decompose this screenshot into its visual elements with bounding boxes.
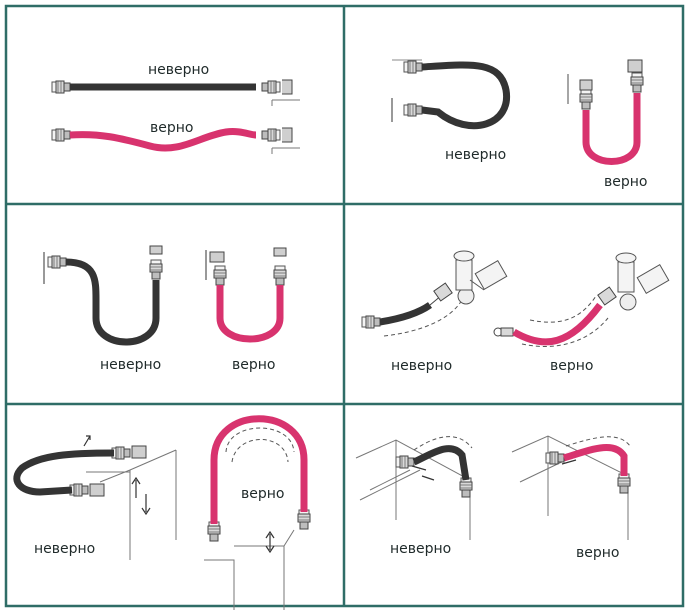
hose-right-ubend	[582, 93, 641, 165]
label-right-p1: верно	[150, 120, 194, 136]
hose-wrong-offset	[65, 258, 160, 346]
hose-right-edge	[562, 444, 628, 476]
panel-1-drawing	[51, 79, 300, 154]
hose-wrong-edge	[412, 445, 470, 481]
label-wrong-p5: неверно	[34, 541, 96, 557]
hose-wrong-loop	[421, 61, 510, 130]
hose-wrong-sideways	[13, 449, 115, 496]
panel-frames	[4, 4, 685, 608]
label-right-p5: верно	[241, 486, 285, 502]
hose-right-arch	[210, 415, 308, 524]
hose-right-valve	[512, 302, 603, 346]
label-right-p4: верно	[550, 358, 594, 374]
label-right-p2: верно	[604, 174, 648, 190]
label-wrong-p2: неверно	[445, 147, 507, 163]
label-wrong-p3: неверно	[100, 357, 162, 373]
panel-2-drawing	[391, 59, 644, 165]
panel-5-drawing	[13, 415, 311, 610]
panel-3-drawing	[43, 245, 287, 346]
hose-wrong-valve	[379, 302, 433, 326]
hose-right-slack	[69, 128, 257, 152]
label-right-p3: верно	[232, 357, 276, 373]
label-right-p6: верно	[576, 545, 620, 561]
panel-4-drawing	[361, 250, 670, 347]
label-wrong-p4: неверно	[391, 358, 453, 374]
panel-6-drawing	[355, 435, 631, 540]
hose-right-aligned	[216, 285, 284, 343]
label-wrong-p1: неверно	[148, 62, 210, 78]
label-wrong-p6: неверно	[390, 541, 452, 557]
